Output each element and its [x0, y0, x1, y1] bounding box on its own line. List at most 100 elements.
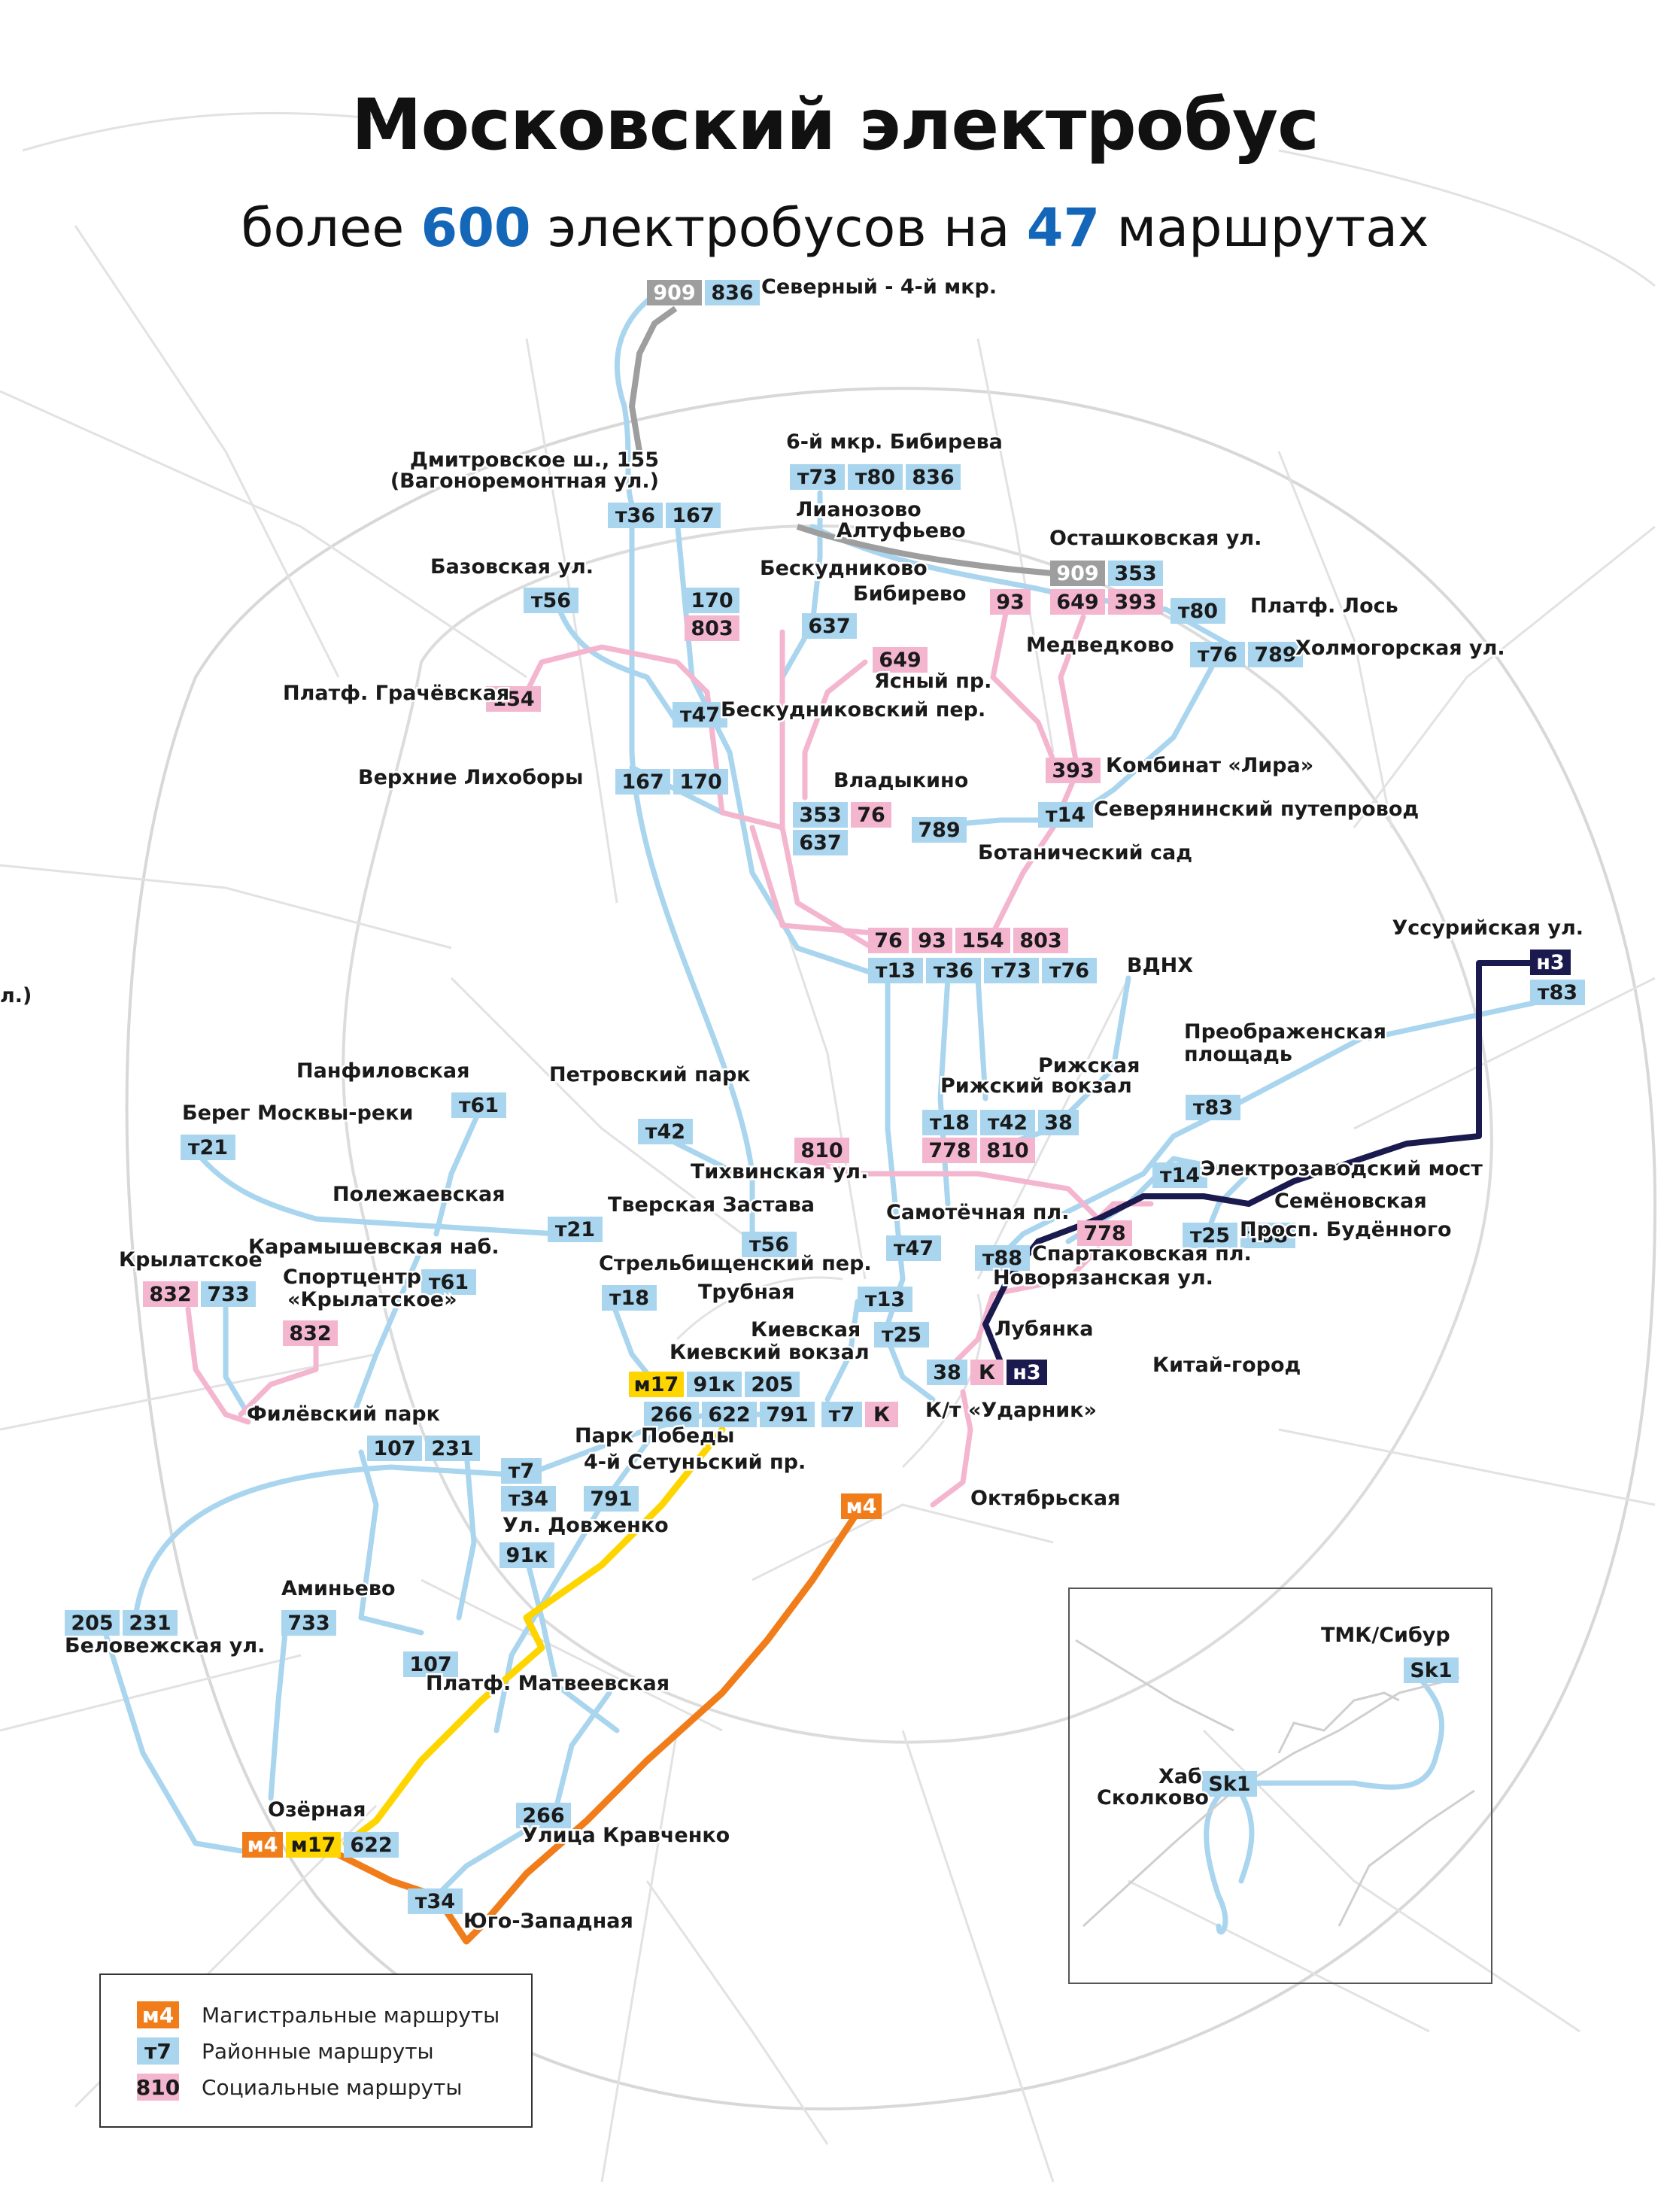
- route-badge-bg: [1013, 928, 1068, 953]
- route-badge-label: 789: [918, 819, 960, 842]
- route-badge-bg: [425, 1436, 480, 1461]
- badge-group: м4: [841, 1493, 882, 1519]
- route-badge-label: т47: [680, 703, 720, 727]
- badge-group: т34: [408, 1888, 463, 1914]
- route-badge-bg: [980, 1138, 1035, 1163]
- stop-label: Базовская ул.: [430, 555, 594, 579]
- route-badge-label: К: [979, 1361, 995, 1384]
- route-badge-bg: [615, 769, 670, 795]
- stop-label: (Вагоноремонтная ул.): [390, 469, 659, 493]
- route-badge-bg: [1007, 1360, 1047, 1385]
- stop-label: Рижский вокзал: [940, 1074, 1132, 1098]
- badge-group: т83: [1530, 980, 1585, 1005]
- badge-group: 637: [793, 830, 848, 855]
- stop-label: Электрозаводский мост: [1201, 1157, 1483, 1180]
- stop-label: ВДНХ: [1127, 954, 1193, 977]
- route-badge-label: н3: [1536, 951, 1564, 974]
- stop-label: Холмогорская ул.: [1295, 637, 1505, 660]
- route-badge-bg: [1108, 561, 1163, 586]
- route-badge-bg: [403, 1651, 458, 1677]
- route-badge-bg: [1171, 598, 1225, 624]
- route-badge-label: 836: [711, 281, 753, 305]
- stop-label: Петровский парк: [549, 1063, 751, 1086]
- route-badge-label: 353: [799, 804, 841, 827]
- stop-label: Платф. Матвеевская: [426, 1672, 670, 1695]
- route-badge-bg: [858, 1287, 912, 1312]
- route-badge-label: 154: [961, 929, 1004, 953]
- route-badge-bg: [1202, 1771, 1257, 1797]
- route-badge-label: м17: [634, 1373, 679, 1396]
- stop-label: Крылатское: [119, 1248, 263, 1272]
- legend-row-social: 810 Социальные маршруты: [136, 2073, 462, 2101]
- route-badge-bg: [702, 1402, 757, 1427]
- stop-label: площадь: [1184, 1043, 1292, 1066]
- street-network: [0, 111, 1657, 2183]
- route-badge-label: т42: [988, 1111, 1028, 1135]
- route-badge-label: т73: [797, 466, 837, 489]
- route-badge-label: 266: [522, 1804, 564, 1828]
- route-badge-label: 810: [986, 1139, 1028, 1162]
- stop-label: Спортцентр: [283, 1266, 421, 1289]
- badge-group: т47: [673, 702, 727, 728]
- route-badge-bg: [1050, 589, 1105, 615]
- badge-group: 791: [584, 1486, 639, 1512]
- route-badge-bg: [926, 958, 981, 983]
- route-badge-label: 803: [691, 617, 733, 640]
- route-badge-bg: [123, 1610, 178, 1636]
- route-badge-bg: [647, 280, 702, 305]
- stop-label: «Крылатское»: [287, 1288, 457, 1311]
- stop-label: Владыкино: [833, 769, 968, 792]
- route-badge-label: т13: [876, 959, 915, 983]
- route-badge-label: т56: [531, 589, 571, 612]
- badge-group: 778: [1077, 1220, 1132, 1246]
- route-badge-label: Sk1: [1410, 1659, 1452, 1682]
- stop-label: Лубянка: [994, 1317, 1093, 1341]
- route-badge-label: 170: [691, 589, 733, 612]
- route-badge-label: 38: [1044, 1111, 1073, 1135]
- legend: м4 Магистральные маршруты т7 Районные ма…: [99, 1973, 533, 2128]
- route-badge-bg: [868, 928, 909, 953]
- route-badge-bg: [1190, 642, 1245, 667]
- route-badge-label: 205: [71, 1612, 113, 1635]
- route-badge-label: т73: [991, 959, 1031, 983]
- route-badge-bg: [181, 1135, 235, 1160]
- badge-group: 154: [486, 686, 541, 712]
- badge-group: т80: [1171, 598, 1225, 624]
- route-badge-label: н3: [1013, 1361, 1040, 1384]
- route-badge-bg: [1077, 1220, 1132, 1246]
- route-badge-bg: [451, 1092, 506, 1118]
- route-badge-label: 76: [874, 929, 903, 953]
- route-badge-bg: [705, 280, 760, 305]
- route-badge-label: т21: [188, 1136, 228, 1159]
- route-badge-bg: [1038, 1110, 1079, 1135]
- route-badge-bg: [742, 1232, 797, 1257]
- route-badge-label: т7: [509, 1460, 534, 1483]
- route-badge-label: 791: [590, 1487, 632, 1511]
- stop-label: Ботанический сад: [978, 841, 1192, 864]
- route-badge-bg: [906, 464, 961, 490]
- badge-group: т56: [742, 1232, 797, 1257]
- stop-label: Сколково: [1097, 1786, 1209, 1809]
- stop-label: Медведково: [1026, 634, 1174, 657]
- stop-label: Киевская: [751, 1318, 861, 1341]
- stop-label: Платф. Грачёвская: [283, 682, 509, 705]
- route-badge-bg: [486, 686, 541, 712]
- stop-labels: Северный - 4-й мкр.6-й мкр. БибиреваДмит…: [0, 274, 1586, 1935]
- route-badge-bg: [793, 802, 848, 828]
- badge-group: 91к: [499, 1542, 554, 1568]
- badge-group: 649: [873, 647, 928, 673]
- route-badge-bg: [408, 1888, 463, 1914]
- route-badge-bg: [65, 1610, 120, 1636]
- route-badge-bg: [673, 769, 728, 795]
- route-badge-bg: [283, 1320, 338, 1346]
- route-badge-label: т14: [1160, 1164, 1200, 1187]
